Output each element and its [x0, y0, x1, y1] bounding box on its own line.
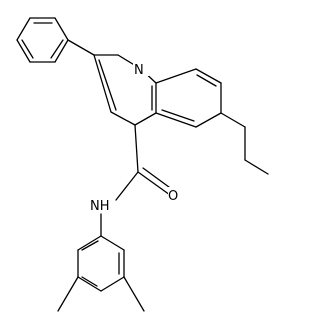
- ethyl-group: [220, 112, 269, 175]
- phenyl-quinoline-bond: [67, 39, 95, 56]
- molecule-structure-diagram: N O NH: [16, 17, 269, 312]
- ring-nitrogen-mask: [133, 60, 149, 76]
- benzo-ring: [155, 68, 222, 128]
- methyl-right: [123, 276, 145, 312]
- dimethylphenyl-ring: [77, 213, 125, 292]
- ring-nitrogen-label: N: [134, 63, 144, 78]
- amide-oxygen-label: O: [168, 189, 178, 204]
- amide-nh-label: NH: [90, 199, 110, 214]
- carboxamide-group: [115, 124, 174, 201]
- amide-nh-mask: [89, 196, 112, 212]
- pyridine-ring: [93, 54, 157, 126]
- amide-oxygen-mask: [168, 187, 183, 203]
- phenyl-ring: [16, 17, 69, 63]
- methyl-left: [57, 276, 79, 312]
